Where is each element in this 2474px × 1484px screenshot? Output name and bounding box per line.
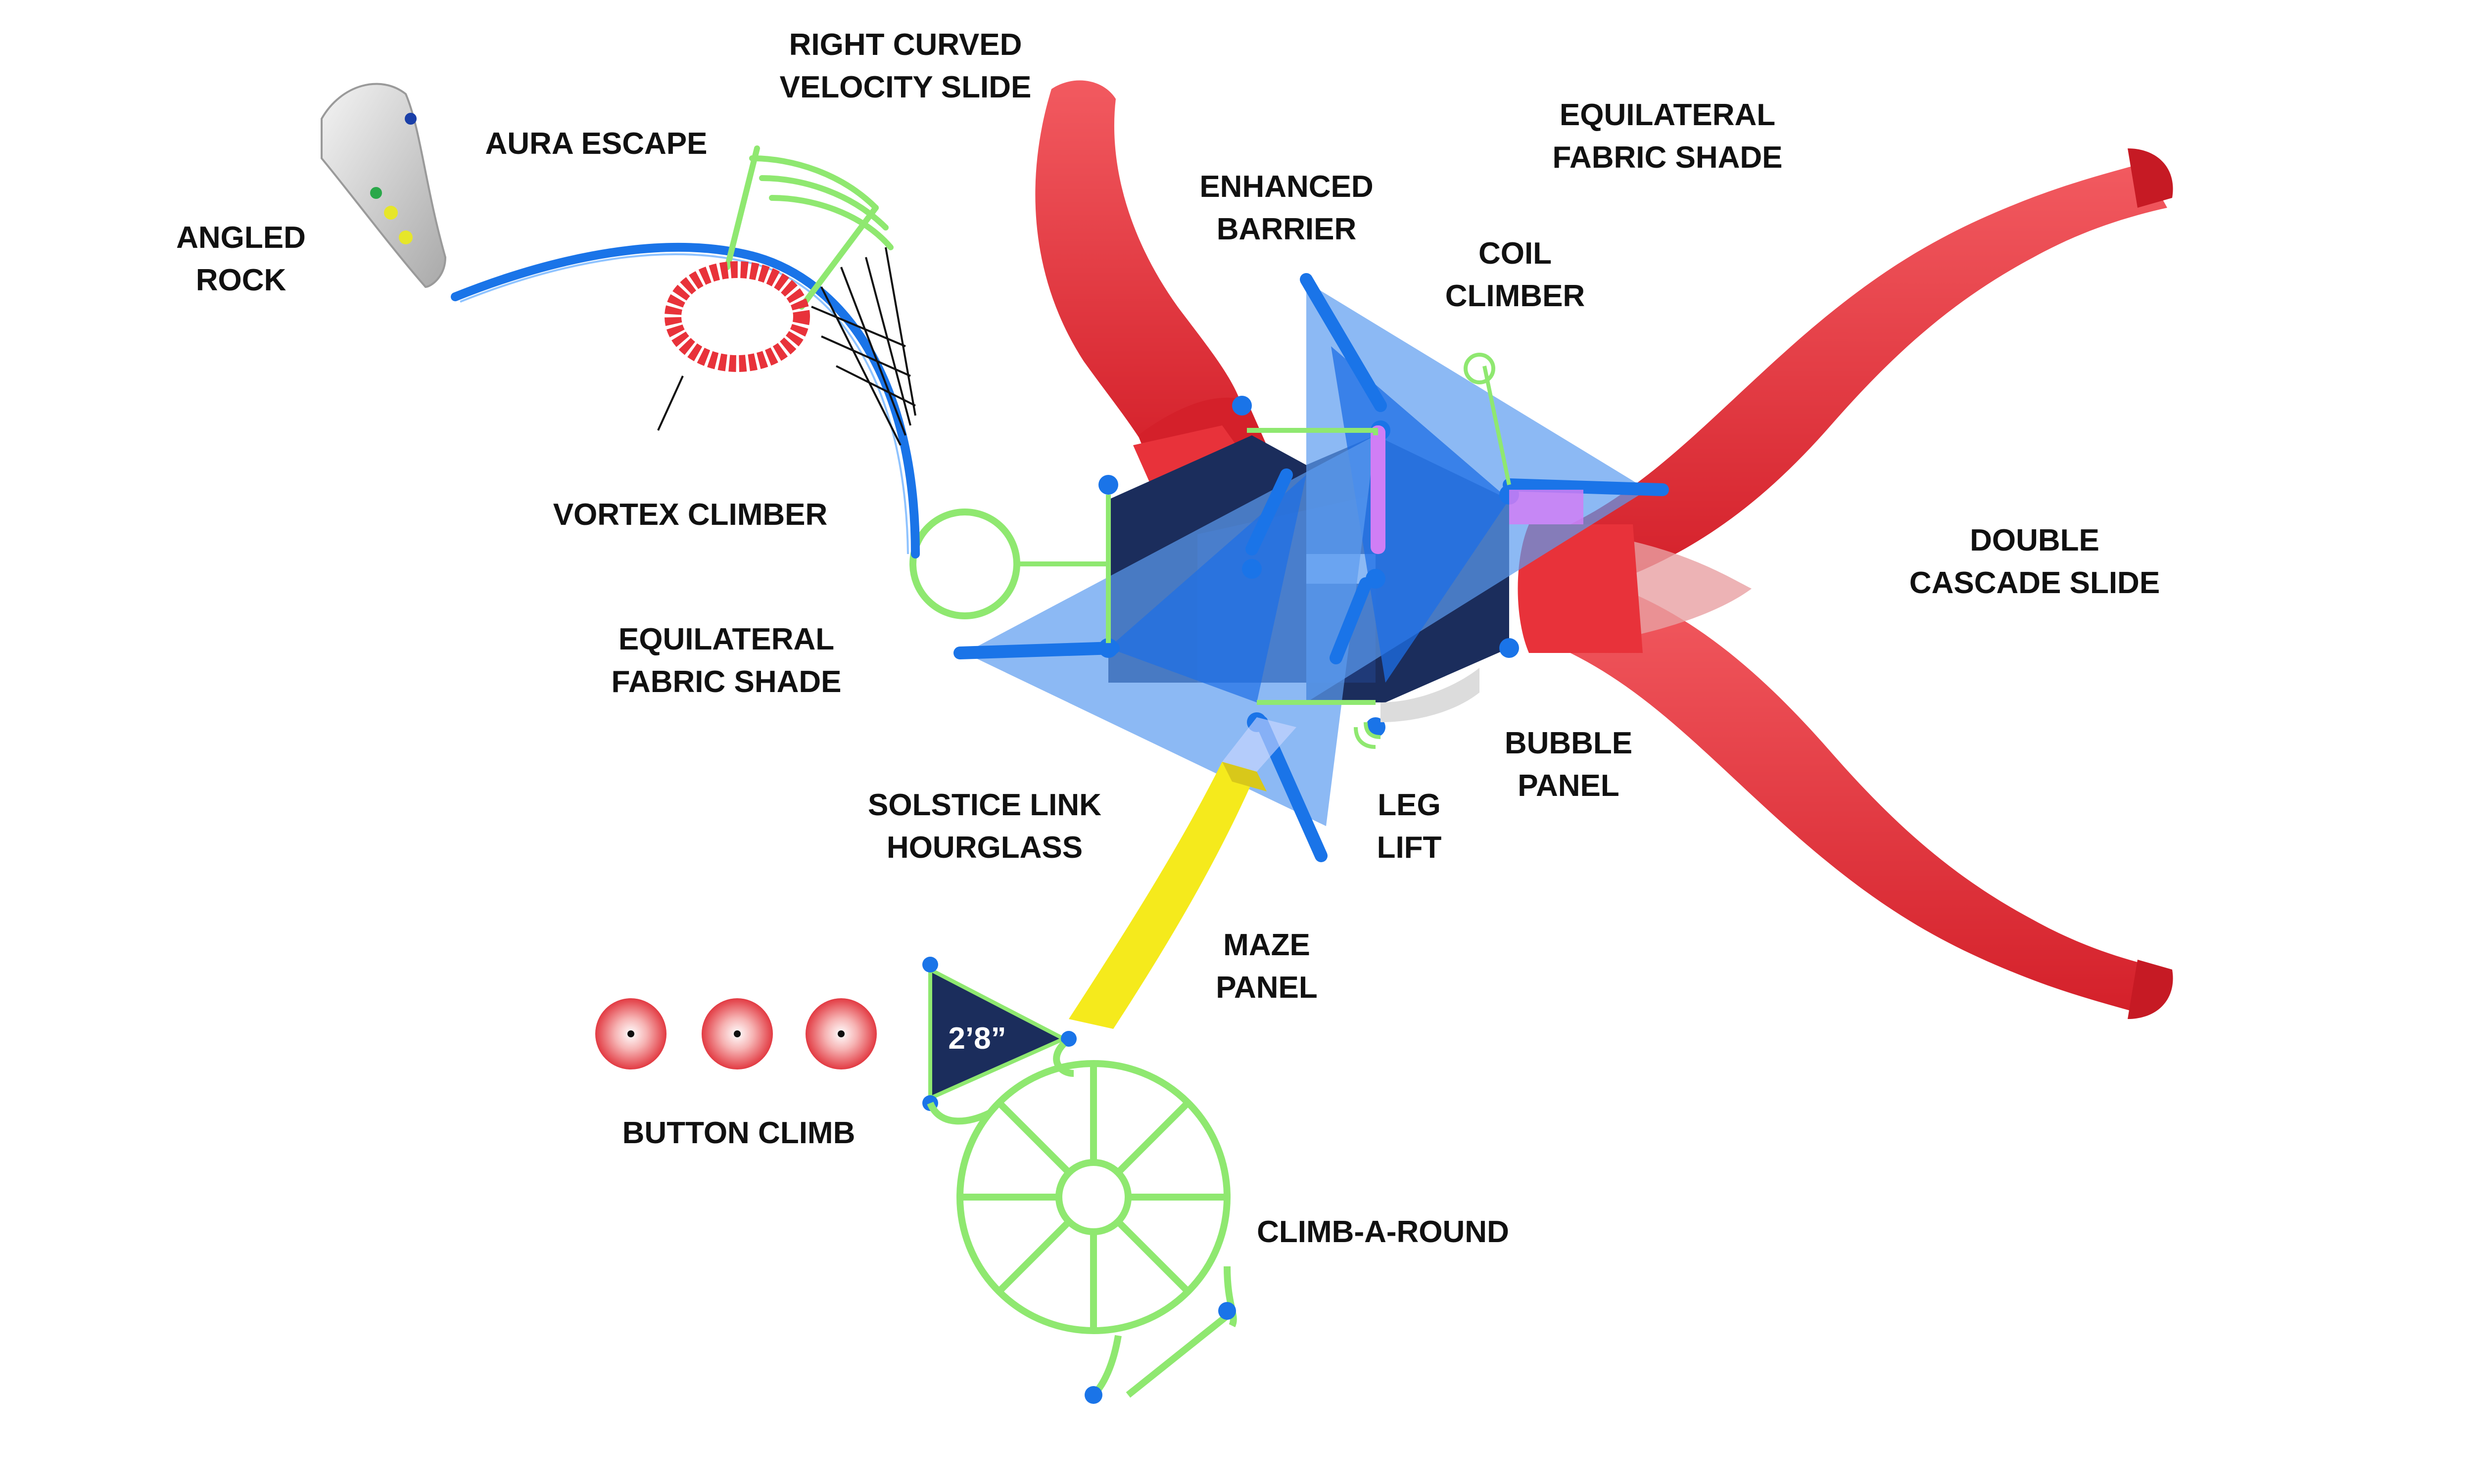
label-double-cascade-slide: DOUBLE CASCADE SLIDE	[1909, 523, 2160, 600]
label-button-climb: BUTTON CLIMB	[622, 1116, 856, 1150]
deck-rails	[1106, 428, 1378, 705]
climb-a-round-joints	[1085, 1302, 1236, 1404]
aura-escape	[724, 145, 894, 310]
label-solstice-link-hourglass: SOLSTICE LINK HOURGLASS	[868, 788, 1101, 865]
solstice-link-hourglass	[1222, 717, 1296, 772]
label-bubble-panel: BUBBLE PANEL	[1504, 726, 1633, 803]
button-climb	[595, 998, 877, 1069]
bubble-panel	[1380, 668, 1479, 722]
maze-panel	[1069, 762, 1267, 1029]
angled-rock	[321, 83, 447, 288]
label-vortex-climber: VORTEX CLIMBER	[553, 498, 828, 532]
deck-height-value: 2’8”	[948, 1021, 1006, 1056]
double-cascade-slide	[1518, 148, 2173, 1019]
label-coil-climber: COIL CLIMBER	[1445, 236, 1585, 313]
label-equilateral-fabric-shade-top: EQUILATERAL FABRIC SHADE	[1552, 98, 1783, 175]
label-enhanced-barrier: ENHANCED BARRIER	[1199, 170, 1374, 246]
right-curved-velocity-slide	[1035, 80, 1267, 490]
label-maze-panel: MAZE PANEL	[1216, 928, 1318, 1005]
label-climb-a-round: CLIMB-A-ROUND	[1257, 1215, 1509, 1249]
leg-lift	[1354, 722, 1381, 749]
label-aura-escape: AURA ESCAPE	[485, 127, 708, 161]
enhanced-barrier	[1371, 425, 1583, 554]
coil-climber	[1464, 353, 1511, 485]
label-equilateral-fabric-shade-left: EQUILATERAL FABRIC SHADE	[611, 622, 842, 699]
label-leg-lift: LEG LIFT	[1377, 788, 1442, 865]
vortex-climber	[909, 509, 1108, 619]
deck-height-platform: 2’8”	[922, 957, 1077, 1111]
net-lines	[657, 247, 916, 446]
label-angled-rock: ANGLED ROCK	[176, 221, 306, 297]
vortex-climber-ring	[665, 261, 810, 372]
label-right-curved-velocity-slide: RIGHT CURVED VELOCITY SLIDE	[779, 28, 1032, 104]
climb-a-round	[927, 1041, 1237, 1398]
